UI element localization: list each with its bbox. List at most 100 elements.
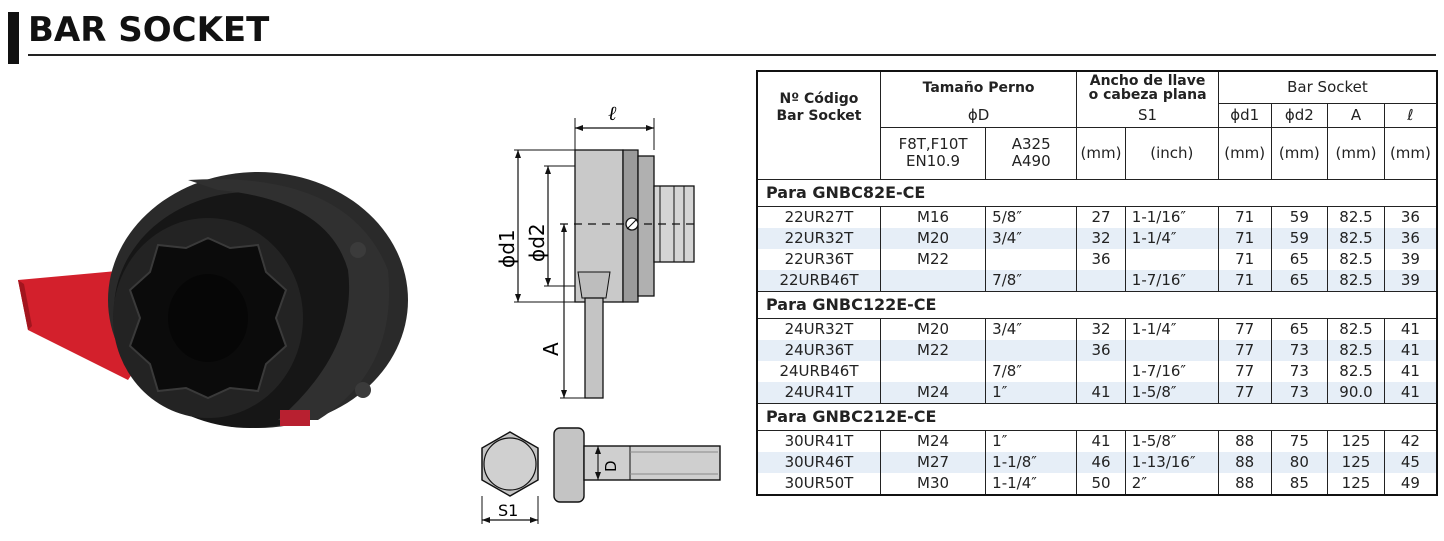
table-cell: 71 [1217,248,1272,270]
title-rule [28,54,1436,56]
table-cell: 77 [1217,339,1272,361]
title-accent-bar [8,12,19,64]
table-cell: 7/8″ [985,360,1078,382]
mm-header: (mm) [1076,126,1126,180]
table-cell: 73 [1270,381,1329,404]
mm-header: (mm) [1383,126,1438,180]
technical-drawing: ℓ ϕd1 ϕd2 A S1 D [481,101,721,524]
table-cell [985,248,1078,270]
code-header-spacer [756,127,881,180]
table-cell: 30UR46T [756,451,881,473]
table-cell: 82.5 [1327,318,1385,340]
table-cell: M24 [879,381,987,404]
table-cell: M22 [879,339,987,361]
d2-header: ϕd2 [1270,102,1329,128]
table-cell: 41 [1076,430,1126,452]
table-cell: 1″ [985,430,1078,452]
table-cell: 24UR32T [756,318,881,340]
table-cell: 65 [1270,269,1329,292]
table-cell: 2″ [1124,472,1219,495]
table-cell: 82.5 [1327,339,1385,361]
table-cell: 27 [1076,206,1126,228]
width-header: Ancho de llave o cabeza plana [1076,70,1219,103]
table-cell: 88 [1217,451,1272,473]
table-cell: 1-13/16″ [1124,451,1219,473]
table-cell: 22UR32T [756,227,881,249]
table-cell: M20 [879,227,987,249]
table-cell: 41 [1076,381,1126,404]
table-cell: M16 [879,206,987,228]
table-cell: 39 [1383,248,1438,270]
table-cell: 90.0 [1327,381,1385,404]
table-cell: M22 [879,248,987,270]
table-cell: 1-7/16″ [1124,269,1219,292]
table-cell: 39 [1383,269,1438,292]
dim-a-label: A [539,342,563,356]
table-cell: 36 [1076,248,1126,270]
table-cell: 1-1/4″ [1124,318,1219,340]
l-header: ℓ [1383,102,1438,128]
group-title: Para GNBC212E-CE [756,402,1438,431]
table-cell [879,360,987,382]
bar-socket-header: Bar Socket [1217,70,1438,104]
table-cell: 75 [1270,430,1329,452]
table-cell: 125 [1327,430,1385,452]
table-cell [1076,360,1126,382]
table-cell: 30UR50T [756,472,881,495]
bar-socket-photo [18,172,408,428]
table-cell: 36 [1383,206,1438,228]
table-cell: 32 [1076,318,1126,340]
table-cell: 41 [1383,381,1438,404]
table-cell: 24URB46T [756,360,881,382]
table-cell: 71 [1217,269,1272,292]
table-cell: 22UR27T [756,206,881,228]
phi-d-header: ϕD [879,103,1078,128]
table-cell: 41 [1383,318,1438,340]
table-cell: 82.5 [1327,227,1385,249]
table-cell: 82.5 [1327,248,1385,270]
table-cell: 71 [1217,227,1272,249]
table-cell: 5/8″ [985,206,1078,228]
dim-d2-label: ϕd2 [525,223,549,262]
table-cell: 65 [1270,248,1329,270]
bolt-size-header: Tamaño Perno [879,70,1078,103]
mm-header: (mm) [1270,126,1329,180]
d1-header: ϕd1 [1217,102,1272,128]
table-cell: 24UR41T [756,381,881,404]
table-cell: 82.5 [1327,360,1385,382]
table-cell: 36 [1076,339,1126,361]
table-cell: M27 [879,451,987,473]
table-cell: 65 [1270,318,1329,340]
table-cell: 77 [1217,318,1272,340]
table-cell: 1-5/8″ [1124,381,1219,404]
dim-d-label: D [602,460,620,472]
table-cell: 88 [1217,472,1272,495]
table-cell: 49 [1383,472,1438,495]
table-cell: 50 [1076,472,1126,495]
table-cell: 88 [1217,430,1272,452]
a325-header: A325 A490 [985,126,1078,180]
dim-d1-label: ϕd1 [495,229,519,268]
table-cell: 1-1/4″ [1124,227,1219,249]
table-cell [1076,269,1126,292]
table-cell: 71 [1217,206,1272,228]
table-cell [1124,248,1219,270]
table-cell: 32 [1076,227,1126,249]
table-cell: 1-1/4″ [985,472,1078,495]
table-cell: 42 [1383,430,1438,452]
group-title: Para GNBC122E-CE [756,290,1438,319]
table-cell: M24 [879,430,987,452]
table-cell: 41 [1383,339,1438,361]
inch-header: (inch) [1124,126,1219,180]
s1-header: S1 [1076,103,1219,128]
table-cell: 30UR41T [756,430,881,452]
table-cell: 125 [1327,451,1385,473]
